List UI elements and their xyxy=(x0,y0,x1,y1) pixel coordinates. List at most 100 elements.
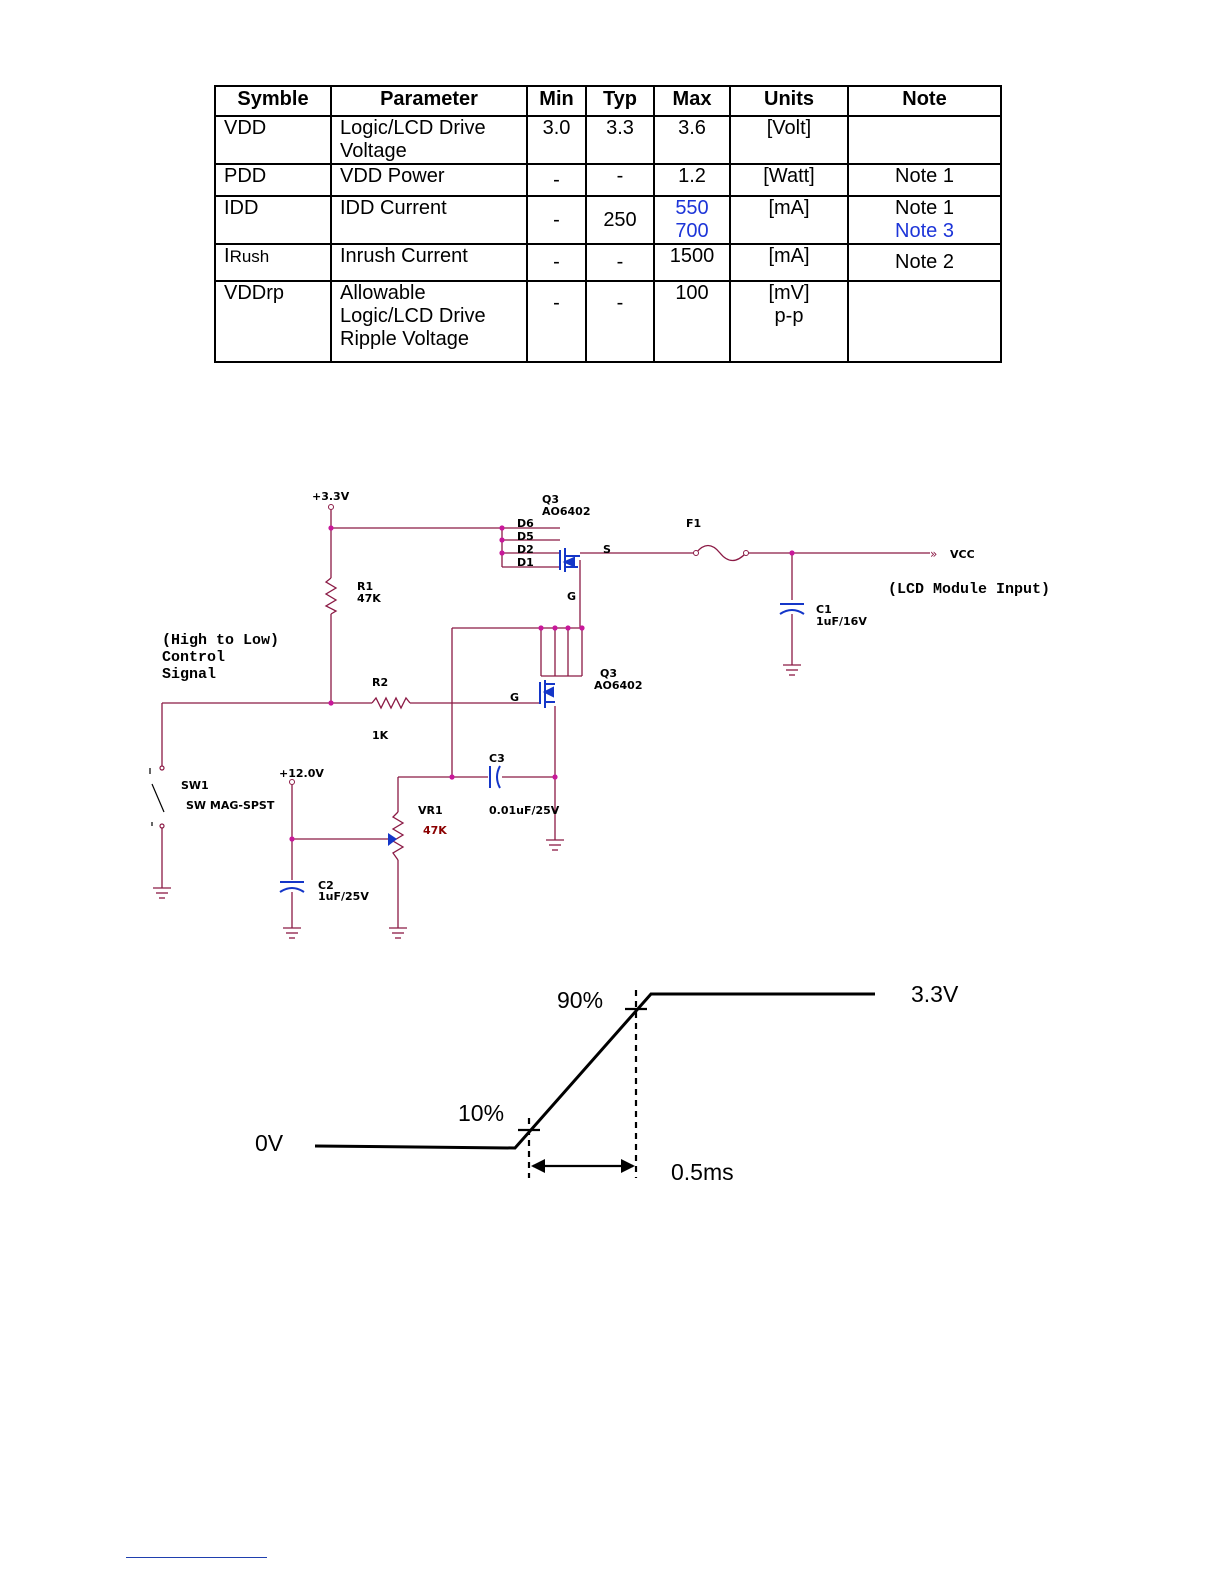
power-spec-table: Symble Parameter Min Typ Max Units Note … xyxy=(214,85,1002,363)
q3-bottom-name: Q3 xyxy=(600,667,617,680)
c1-capacitor-symbol xyxy=(779,603,805,615)
cell-symbol: PDD xyxy=(214,163,332,197)
c3-name: C3 xyxy=(489,752,505,765)
cell-symbol: IRush xyxy=(214,243,332,282)
q3-top-part: AO6402 xyxy=(542,505,590,518)
cell-parameter: IDD Current xyxy=(330,195,528,245)
cell-parameter: Logic/LCD Drive Voltage xyxy=(330,115,528,165)
cell-units: [mV] p-p xyxy=(729,280,849,363)
header-note: Note xyxy=(847,85,1002,117)
voltage-waveform xyxy=(314,992,875,1150)
cell-max: 3.6 xyxy=(653,115,731,165)
lcd-input-note: (LCD Module Input) xyxy=(888,581,1050,598)
sw1-part: SW MAG-SPST xyxy=(186,799,275,812)
cell-units: [Watt] xyxy=(729,163,849,197)
cell-max: 550 700 xyxy=(653,195,731,245)
table-row: IDD IDD Current - 250 550 700 [mA] Note … xyxy=(214,195,1002,245)
pin-g-bottom-label: G xyxy=(510,691,519,704)
vcc-label: VCC xyxy=(950,548,975,561)
r1-resistor-symbol xyxy=(324,577,338,615)
f1-label: F1 xyxy=(686,517,701,530)
vr1-potentiometer-symbol xyxy=(391,811,405,861)
symbol-main: I xyxy=(224,245,230,267)
label-10-percent: 10% xyxy=(458,1100,504,1126)
cell-parameter: Inrush Current xyxy=(330,243,528,282)
cell-typ: - xyxy=(585,163,655,197)
sw1-name: SW1 xyxy=(181,779,209,792)
cell-units: [Volt] xyxy=(729,115,849,165)
label-duration: 0.5ms xyxy=(671,1159,734,1185)
header-parameter: Parameter xyxy=(330,85,528,117)
cell-symbol: IDD xyxy=(214,195,332,245)
cell-note xyxy=(847,280,1002,363)
table-row: PDD VDD Power - - 1.2 [Watt] Note 1 xyxy=(214,163,1002,197)
c2-name: C2 xyxy=(318,879,334,892)
r2-name: R2 xyxy=(372,676,388,689)
control-line-3: Signal xyxy=(162,666,216,683)
vdd-rise-timing-diagram: 90% 3.3V 10% 0V 0.5ms xyxy=(255,981,959,1185)
pin-g-top-label: G xyxy=(567,590,576,603)
schematic-wires xyxy=(161,510,930,928)
sw1-switch-symbol xyxy=(149,765,165,829)
header-units: Units xyxy=(729,85,849,117)
max-value-2: 700 xyxy=(675,220,709,242)
q3-bottom-part: AO6402 xyxy=(594,679,642,692)
cell-note: Note 1 Note 3 xyxy=(847,195,1002,245)
table-row: VDD Logic/LCD Drive Voltage 3.0 3.3 3.6 … xyxy=(214,115,1002,165)
cell-max: 1500 xyxy=(653,243,731,282)
pin-s-label: S xyxy=(603,543,611,556)
r1-value: 47K xyxy=(357,592,381,605)
table-row: IRush Inrush Current - - 1500 [mA] Note … xyxy=(214,243,1002,282)
c1-name: C1 xyxy=(816,603,832,616)
header-symbol: Symble xyxy=(214,85,332,117)
cell-typ: - xyxy=(585,243,655,282)
cell-note: Note 1 xyxy=(847,163,1002,197)
ground-symbols xyxy=(153,664,801,939)
cell-min: - xyxy=(526,163,587,197)
cell-symbol: VDDrp xyxy=(214,280,332,363)
vcc-arrow-icon: » xyxy=(930,547,937,561)
junction-nodes xyxy=(289,525,795,842)
cell-units: [mA] xyxy=(729,243,849,282)
c3-capacitor-symbol xyxy=(489,765,501,789)
cell-units: [mA] xyxy=(729,195,849,245)
symbol-sub: Rush xyxy=(229,247,270,266)
q3-top-mosfet xyxy=(559,548,580,572)
max-value-1: 550 xyxy=(675,197,709,219)
r2-resistor-symbol xyxy=(371,696,411,710)
c2-capacitor-symbol xyxy=(279,881,305,893)
label-3v3: 3.3V xyxy=(911,981,959,1007)
label-90-percent: 90% xyxy=(557,987,603,1013)
header-typ: Typ xyxy=(585,85,655,117)
arrow-right-icon xyxy=(621,1159,635,1173)
cell-min: 3.0 xyxy=(526,115,587,165)
footnote-separator xyxy=(126,1557,267,1558)
cell-note xyxy=(847,115,1002,165)
cell-typ: - xyxy=(585,280,655,363)
table-header-row: Symble Parameter Min Typ Max Units Note xyxy=(214,85,1002,117)
header-min: Min xyxy=(526,85,587,117)
pin-d6: D6 xyxy=(517,517,534,530)
vr1-value: 47K xyxy=(423,824,447,837)
cell-parameter: Allowable Logic/LCD Drive Ripple Voltage xyxy=(330,280,528,363)
table-row: VDDrp Allowable Logic/LCD Drive Ripple V… xyxy=(214,280,1002,363)
f1-fuse-symbol xyxy=(695,544,747,562)
supply-12v-label: +12.0V xyxy=(279,767,324,780)
vr1-name: VR1 xyxy=(418,804,443,817)
cell-note: Note 2 xyxy=(847,243,1002,282)
cell-typ: 3.3 xyxy=(585,115,655,165)
wiper-arrow-icon xyxy=(388,833,397,846)
c2-value: 1uF/25V xyxy=(318,890,369,903)
cell-min: - xyxy=(526,280,587,363)
c3-value: 0.01uF/25V xyxy=(489,804,560,817)
r1-name: R1 xyxy=(357,580,373,593)
r2-value: 1K xyxy=(372,729,389,742)
pin-d1: D1 xyxy=(517,556,534,569)
arrow-left-icon xyxy=(531,1159,545,1173)
cell-typ: 250 xyxy=(585,195,655,245)
power-switch-schematic: » +3.3V xyxy=(149,490,1050,939)
note-3-link[interactable]: Note 3 xyxy=(895,220,954,242)
control-line-1: (High to Low) xyxy=(162,632,279,649)
cell-max: 100 xyxy=(653,280,731,363)
pin-d2: D2 xyxy=(517,543,534,556)
